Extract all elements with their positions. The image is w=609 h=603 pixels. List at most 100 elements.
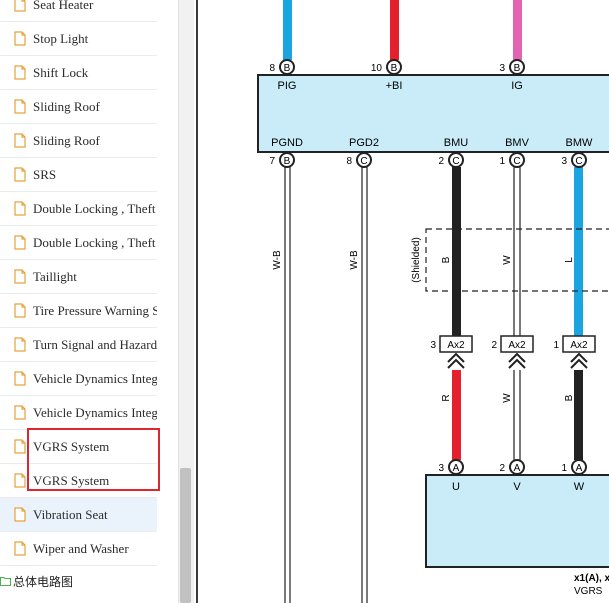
svg-text:U: U — [452, 481, 460, 493]
document-icon — [14, 167, 26, 182]
wire-color-b-lower: B — [564, 394, 575, 401]
document-icon — [14, 99, 26, 114]
tree-item-shift-lock[interactable]: Shift Lock — [0, 56, 157, 90]
tree-item-label: Double Locking , Theft Deterrent — [33, 234, 157, 250]
ground-wire-2 — [361, 167, 368, 603]
svg-text:A: A — [576, 463, 583, 474]
motor-pin-v: A 2 V — [499, 459, 525, 493]
tree-item-label: Stop Light — [33, 30, 89, 46]
wire-color-wb-1: W-B — [272, 250, 283, 270]
svg-text:B: B — [391, 63, 398, 74]
tree-item-label: Turn Signal and Hazard Warning — [33, 336, 157, 352]
component-name: VGRS — [574, 586, 603, 597]
tree-item-label: Tire Pressure Warning System — [33, 302, 157, 318]
tree-item-double-locking[interactable]: Double Locking , Theft Deterrent — [0, 192, 157, 226]
bottom-pin-bmw: C 3 — [561, 152, 587, 168]
document-icon — [14, 371, 26, 386]
document-icon — [14, 507, 26, 522]
wire-w-black — [574, 370, 583, 460]
wire-color-w-lower: W — [502, 393, 513, 403]
svg-text:B: B — [284, 156, 291, 167]
wire-ig — [513, 0, 522, 60]
folder-icon — [0, 577, 11, 586]
tree-item-vehicle-dynamics-2[interactable]: Vehicle Dynamics Integrated — [0, 396, 157, 430]
wire-pig — [283, 0, 292, 60]
tree-item-vgrs-system[interactable]: VGRS System — [0, 430, 157, 464]
tree-item-label: Shift Lock — [33, 64, 89, 80]
svg-text:B: B — [284, 63, 291, 74]
wire-bmw-blue — [574, 167, 583, 336]
svg-text:1: 1 — [553, 340, 559, 351]
svg-text:3: 3 — [499, 63, 505, 74]
pin-label-bmu: BMU — [444, 137, 469, 149]
tree-item-sliding-roof-2[interactable]: Sliding Roof — [0, 124, 157, 158]
tree-item-label: SRS — [33, 166, 57, 182]
tree-item-taillight[interactable]: Taillight — [0, 260, 157, 294]
wire-color-r-lower: R — [441, 394, 452, 401]
document-icon — [14, 337, 26, 352]
tree-item-wiper-washer[interactable]: Wiper and Washer — [0, 532, 157, 566]
shielded-box — [425, 228, 609, 292]
svg-text:IG: IG — [511, 80, 523, 92]
tree-item-sliding-roof[interactable]: Sliding Roof — [0, 90, 157, 124]
svg-text:C: C — [452, 156, 459, 167]
document-icon — [14, 473, 26, 488]
tree-item-vibration-seat[interactable]: Vibration Seat — [0, 498, 157, 532]
tree-root-overall-circuit[interactable]: 总体电路图 — [0, 568, 73, 594]
svg-text:PIG: PIG — [278, 80, 297, 92]
tree-item-vgrs-system-2[interactable]: VGRS System — [0, 464, 157, 498]
pin-label-pgnd: PGND — [271, 137, 303, 149]
wire-v-white — [513, 370, 521, 460]
pin-label-pgd2: PGD2 — [349, 137, 379, 149]
pin-label-bmv: BMV — [505, 137, 530, 149]
junction-ax2-2: Ax2 2 — [491, 335, 534, 369]
pane-divider — [196, 0, 198, 603]
tree-item-vehicle-dynamics[interactable]: Vehicle Dynamics Integrated — [0, 362, 157, 396]
sidebar-scrollbar-track[interactable] — [178, 0, 194, 603]
wire-color-l-upper: L — [564, 257, 575, 263]
tree-item-label: Vibration Seat — [33, 506, 108, 522]
tree-item-seat-heater[interactable]: Seat Heater — [0, 0, 157, 22]
tree-item-double-locking-2[interactable]: Double Locking , Theft Deterrent — [0, 226, 157, 260]
document-icon — [14, 235, 26, 250]
wire-bi — [390, 0, 399, 60]
motor-pin-u: A 3 U — [438, 459, 464, 493]
tree-item-stop-light[interactable]: Stop Light — [0, 22, 157, 56]
document-icon — [14, 269, 26, 284]
document-icon — [14, 201, 26, 216]
document-icon — [14, 541, 26, 556]
document-icon — [14, 0, 26, 12]
wire-color-w-upper: W — [502, 255, 513, 265]
wiring-diagram: B 8 PIG B 10 +BI B 3 IG PGND PGD2 BMU BM… — [257, 0, 609, 603]
tree-item-turn-signal[interactable]: Turn Signal and Hazard Warning — [0, 328, 157, 362]
tree-item-label: Wiper and Washer — [33, 540, 129, 556]
document-icon — [14, 133, 26, 148]
tree-item-label: VGRS System — [33, 472, 110, 488]
svg-text:8: 8 — [346, 156, 352, 167]
tree-item-label: Vehicle Dynamics Integrated — [33, 370, 157, 386]
svg-text:3: 3 — [438, 463, 444, 474]
wire-color-b-upper: B — [441, 256, 452, 263]
svg-text:1: 1 — [561, 463, 567, 474]
document-icon — [14, 65, 26, 80]
bottom-pin-pgd2: C 8 — [346, 152, 372, 168]
tree-item-srs[interactable]: SRS — [0, 158, 157, 192]
top-pin-pig: B 8 PIG — [269, 59, 297, 92]
svg-text:W: W — [574, 481, 585, 493]
svg-text:2: 2 — [491, 340, 497, 351]
tree-item-tire-pressure[interactable]: Tire Pressure Warning System — [0, 294, 157, 328]
top-pin-ig: B 3 IG — [499, 59, 525, 92]
svg-text:B: B — [514, 63, 521, 74]
tree-item-label: Taillight — [33, 268, 77, 284]
svg-text:10: 10 — [371, 63, 383, 74]
top-pin-bi: B 10 +BI — [371, 59, 402, 92]
svg-text:A: A — [453, 463, 460, 474]
sidebar-scrollbar-thumb[interactable] — [180, 468, 191, 603]
svg-text:2: 2 — [438, 156, 444, 167]
shielded-label: (Shielded) — [411, 237, 422, 283]
bottom-pin-bmu: C 2 — [438, 152, 464, 168]
svg-text:2: 2 — [499, 463, 505, 474]
svg-text:Ax2: Ax2 — [447, 340, 465, 351]
svg-text:C: C — [513, 156, 520, 167]
pin-label-bmw: BMW — [566, 137, 594, 149]
